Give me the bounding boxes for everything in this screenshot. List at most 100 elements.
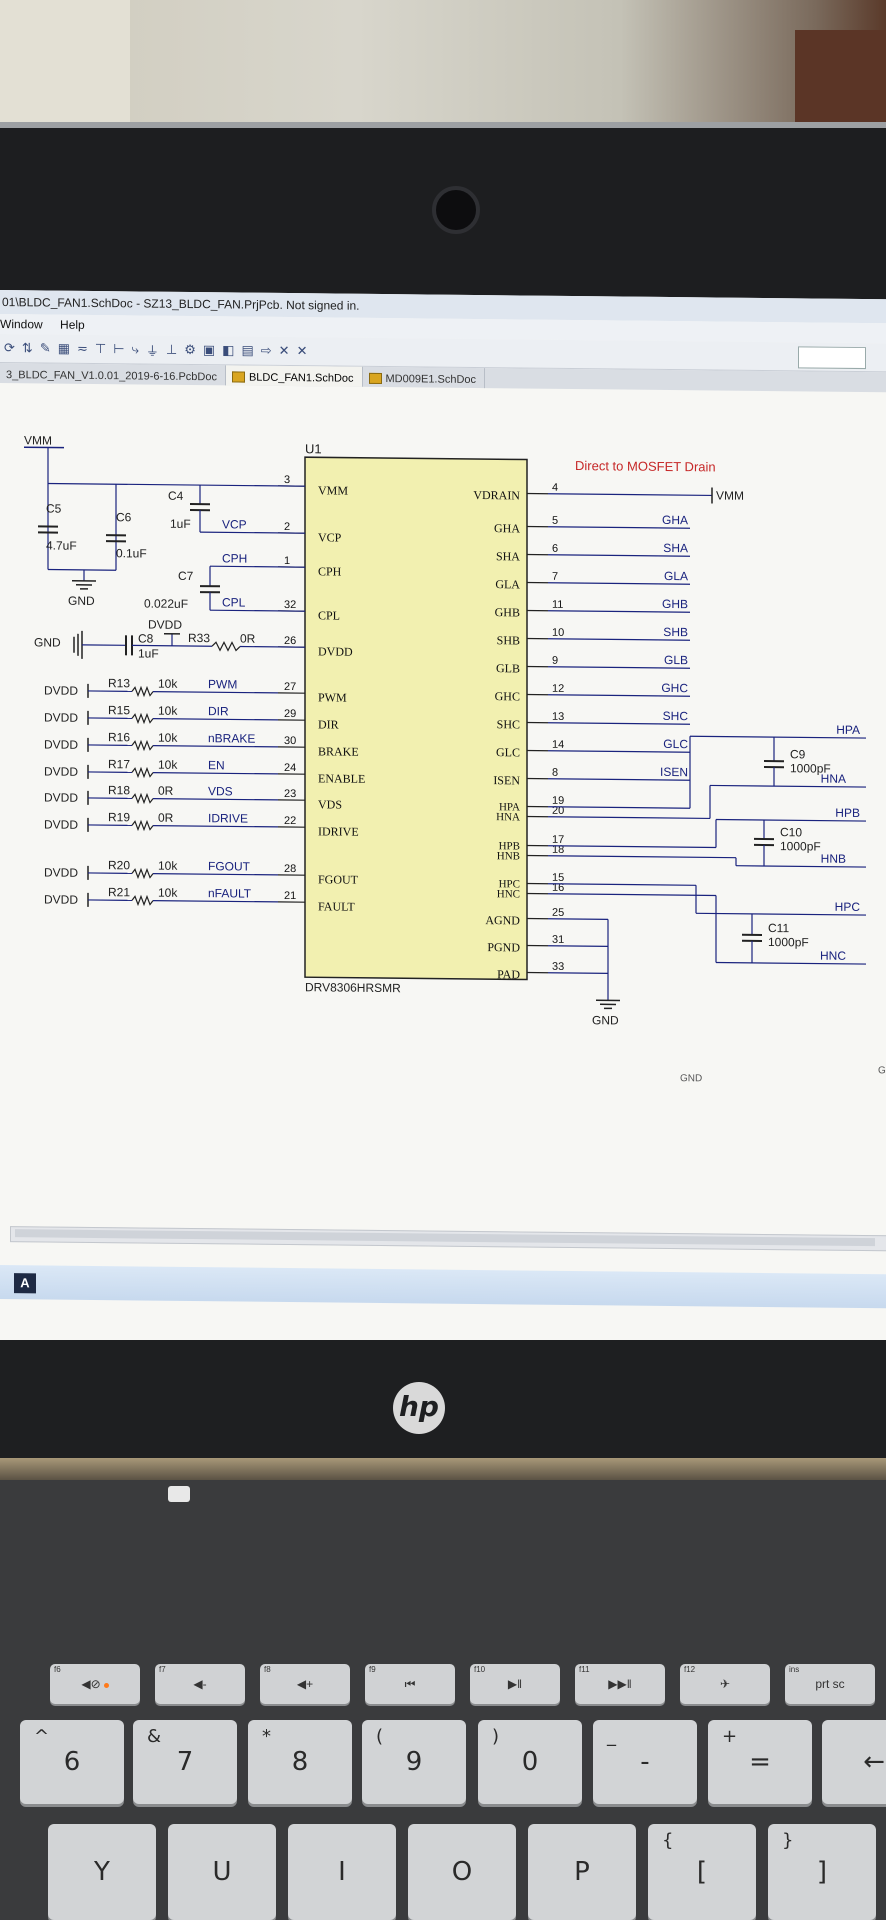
left-pin-number: 27 <box>284 681 296 693</box>
number-key[interactable]: ← <box>822 1720 886 1804</box>
letter-key[interactable]: Y <box>48 1824 156 1920</box>
hall-net-label: HNC <box>820 949 846 963</box>
mute-led-icon <box>103 1683 109 1688</box>
schematic-doc-icon <box>231 371 245 383</box>
cph-wire <box>210 565 305 568</box>
key-main-label: O <box>451 1857 473 1887</box>
resistor-net-wire <box>153 900 278 903</box>
sheet-icon[interactable]: ▣ <box>202 342 216 358</box>
power-port-icon[interactable]: ⏚ <box>145 343 159 359</box>
hall-cap-value: 1000pF <box>780 839 821 853</box>
number-key[interactable]: _- <box>593 1720 697 1804</box>
pencil-icon[interactable]: ✎ <box>39 340 51 356</box>
number-key[interactable]: *8 <box>248 1720 352 1804</box>
fn-key-f8[interactable]: f8◀+ <box>260 1664 350 1704</box>
part-icon[interactable]: ⚙ <box>184 341 196 358</box>
harness-icon[interactable]: ⊢ <box>113 341 125 357</box>
fn-key-f12[interactable]: f12✈ <box>680 1664 770 1704</box>
key-main-label: 0 <box>521 1747 539 1777</box>
right-pin-number: 19 <box>552 795 564 807</box>
ic-body[interactable] <box>304 456 528 981</box>
right-pin-number: 17 <box>552 834 564 846</box>
left-pin-name: FAULT <box>318 899 355 913</box>
right-pin-name: SHB <box>497 633 520 647</box>
number-key[interactable]: )0 <box>478 1720 582 1804</box>
key-shift-label: & <box>147 1726 162 1747</box>
gate-net-wire <box>548 638 690 641</box>
tab-md009e1-schdoc[interactable]: MD009E1.SchDoc <box>362 366 486 389</box>
dvdd-source-label: DVDD <box>44 683 78 697</box>
refresh-icon[interactable]: ⟳ <box>4 340 15 356</box>
tab-bldc-fan1-schdoc[interactable]: BLDC_FAN1.SchDoc <box>225 365 363 387</box>
number-key[interactable]: += <box>708 1720 812 1804</box>
menu-item-help[interactable]: Help <box>60 317 85 332</box>
fn-key-code: f11 <box>579 1665 590 1674</box>
vmm-right-label: VMM <box>716 488 744 502</box>
offscreen-g-label: G <box>878 1065 886 1076</box>
letter-key[interactable]: I <box>288 1824 396 1920</box>
number-key[interactable]: &7 <box>133 1720 237 1804</box>
c6-value: 0.1uF <box>116 546 147 560</box>
no-erc-icon[interactable]: ✕ <box>278 342 290 359</box>
fn-key-f9[interactable]: f9⏮ <box>365 1664 455 1704</box>
letter-key[interactable]: {[ <box>648 1824 756 1920</box>
resistor-net-label: PWM <box>208 677 237 691</box>
left-pin-number: 29 <box>284 708 296 720</box>
resistor-value: 0R <box>158 784 174 798</box>
schematic-canvas[interactable]: U1 DRV8306HRSMR Direct to MOSFET Drain 3… <box>0 384 886 1213</box>
right-pin-name: HPC <box>499 878 520 890</box>
hall-cap-ref: C9 <box>790 747 806 761</box>
hall-wire <box>710 784 866 788</box>
tab-pcbdoc[interactable]: 3_BLDC_FAN_V1.0.01_2019-6-16.PcbDoc <box>0 363 226 386</box>
lid-notch <box>168 1486 190 1502</box>
resistor-body <box>131 712 154 725</box>
right-pin-name: HNC <box>497 888 520 900</box>
vcc-icon[interactable]: ⊥ <box>165 341 178 357</box>
scrollbar-thumb[interactable] <box>15 1229 875 1247</box>
resistor-net-wire <box>153 873 278 876</box>
fn-key-code: f8 <box>264 1665 271 1674</box>
key-shift-label: ^ <box>34 1726 50 1747</box>
letter-key[interactable]: O <box>408 1824 516 1920</box>
gnd-bottom-label: GND <box>592 1013 619 1027</box>
right-pin-number: 31 <box>552 934 564 946</box>
letter-key[interactable]: P <box>528 1824 636 1920</box>
bus-icon[interactable]: ⊤ <box>94 340 107 357</box>
directive-icon[interactable]: ⇨ <box>260 342 272 358</box>
horizontal-scrollbar[interactable] <box>10 1226 886 1252</box>
tool-icon[interactable]: ⇅ <box>21 340 33 356</box>
netlabel-icon[interactable]: ⤷ <box>131 341 139 357</box>
fn-key-f11[interactable]: f11 ▶▶‖ <box>575 1664 665 1704</box>
chart-icon[interactable]: ▦ <box>57 340 71 356</box>
left-pin-number: 23 <box>284 788 296 800</box>
number-key[interactable]: (9 <box>362 1720 466 1804</box>
c5-value: 4.7uF <box>46 538 77 552</box>
resistor-ref: R15 <box>108 703 130 717</box>
gate-net-label: GHC <box>661 681 688 695</box>
sheet-entry-icon[interactable]: ◧ <box>222 342 235 358</box>
toolbar-combo[interactable] <box>798 346 866 370</box>
port-icon[interactable]: ▤ <box>241 342 254 358</box>
resistor-value: 10k <box>158 704 178 718</box>
r33-ref: R33 <box>188 631 210 645</box>
letter-key[interactable]: }] <box>768 1824 876 1920</box>
ic-designator: U1 <box>305 441 322 456</box>
fn-key-code: ins <box>789 1665 800 1674</box>
fn-key-f7[interactable]: f7◀- <box>155 1664 245 1704</box>
letter-key[interactable]: U <box>168 1824 276 1920</box>
altium-taskbar-icon[interactable]: A <box>14 1273 36 1294</box>
menu-item-window[interactable]: Window <box>0 317 43 332</box>
r33-body <box>211 641 241 652</box>
wire-icon[interactable]: ≂ <box>77 340 88 356</box>
fn-key-f6[interactable]: f6◀⊘ <box>50 1664 140 1704</box>
left-pin-number: 3 <box>284 474 290 486</box>
resistor-net-wire <box>153 745 278 748</box>
number-key[interactable]: ^6 <box>20 1720 124 1804</box>
offscreen-gnd-label: GND <box>680 1073 702 1084</box>
resistor-value: 10k <box>158 677 178 691</box>
cancel-icon[interactable]: ✕ <box>296 343 308 359</box>
fn-key-label: ▶▶‖ <box>608 1677 632 1691</box>
fn-key-f10[interactable]: f10▶‖ <box>470 1664 560 1704</box>
gnd-wire <box>48 568 116 571</box>
